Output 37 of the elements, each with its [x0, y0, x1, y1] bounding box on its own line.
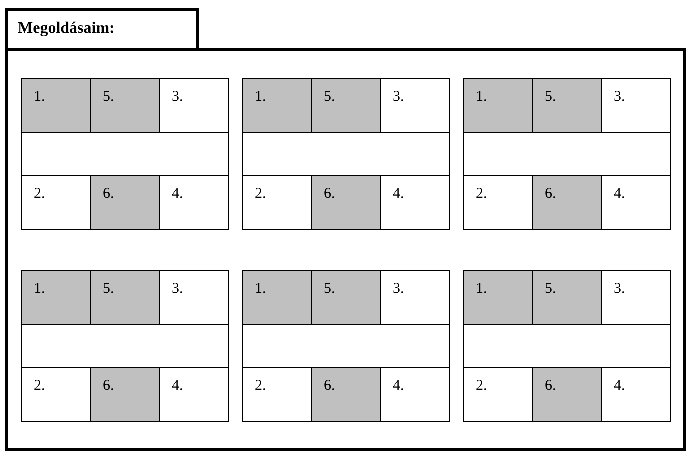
table-cell: 6. [90, 367, 160, 422]
table-cell: 5. [532, 78, 602, 133]
table-cell: 5. [90, 78, 160, 133]
table-cell: 1. [463, 270, 533, 325]
table-cell: 2. [242, 367, 312, 422]
table-cell: 2. [463, 175, 533, 230]
table-cell: 3. [601, 78, 671, 133]
table-cell: 4. [380, 367, 450, 422]
table-cell: 4. [159, 175, 229, 230]
table-cell: 1. [21, 270, 91, 325]
table-cell: 6. [311, 367, 381, 422]
table-cell: 4. [380, 175, 450, 230]
table-cell: 5. [311, 78, 381, 133]
table-cell: 3. [601, 270, 671, 325]
table-cell: 6. [532, 367, 602, 422]
title: Megoldásaim: [18, 20, 115, 38]
table-cell: 1. [463, 78, 533, 133]
table-cell: 4. [601, 367, 671, 422]
table-cell: 3. [380, 78, 450, 133]
table-cell: 1. [242, 270, 312, 325]
table-cell: 2. [21, 367, 91, 422]
table-cell: 5. [532, 270, 602, 325]
table-cell: 1. [21, 78, 91, 133]
table-cell: 3. [159, 78, 229, 133]
table-cell: 3. [159, 270, 229, 325]
table-cell: 2. [242, 175, 312, 230]
table-cell: 6. [90, 175, 160, 230]
table-cell: 2. [463, 367, 533, 422]
table-cell: 6. [311, 175, 381, 230]
table-cell: 1. [242, 78, 312, 133]
table-cell: 6. [532, 175, 602, 230]
table-cell: 5. [90, 270, 160, 325]
table-cell: 4. [601, 175, 671, 230]
table-cell: 4. [159, 367, 229, 422]
table-cell: 3. [380, 270, 450, 325]
table-cell: 2. [21, 175, 91, 230]
table-cell: 5. [311, 270, 381, 325]
